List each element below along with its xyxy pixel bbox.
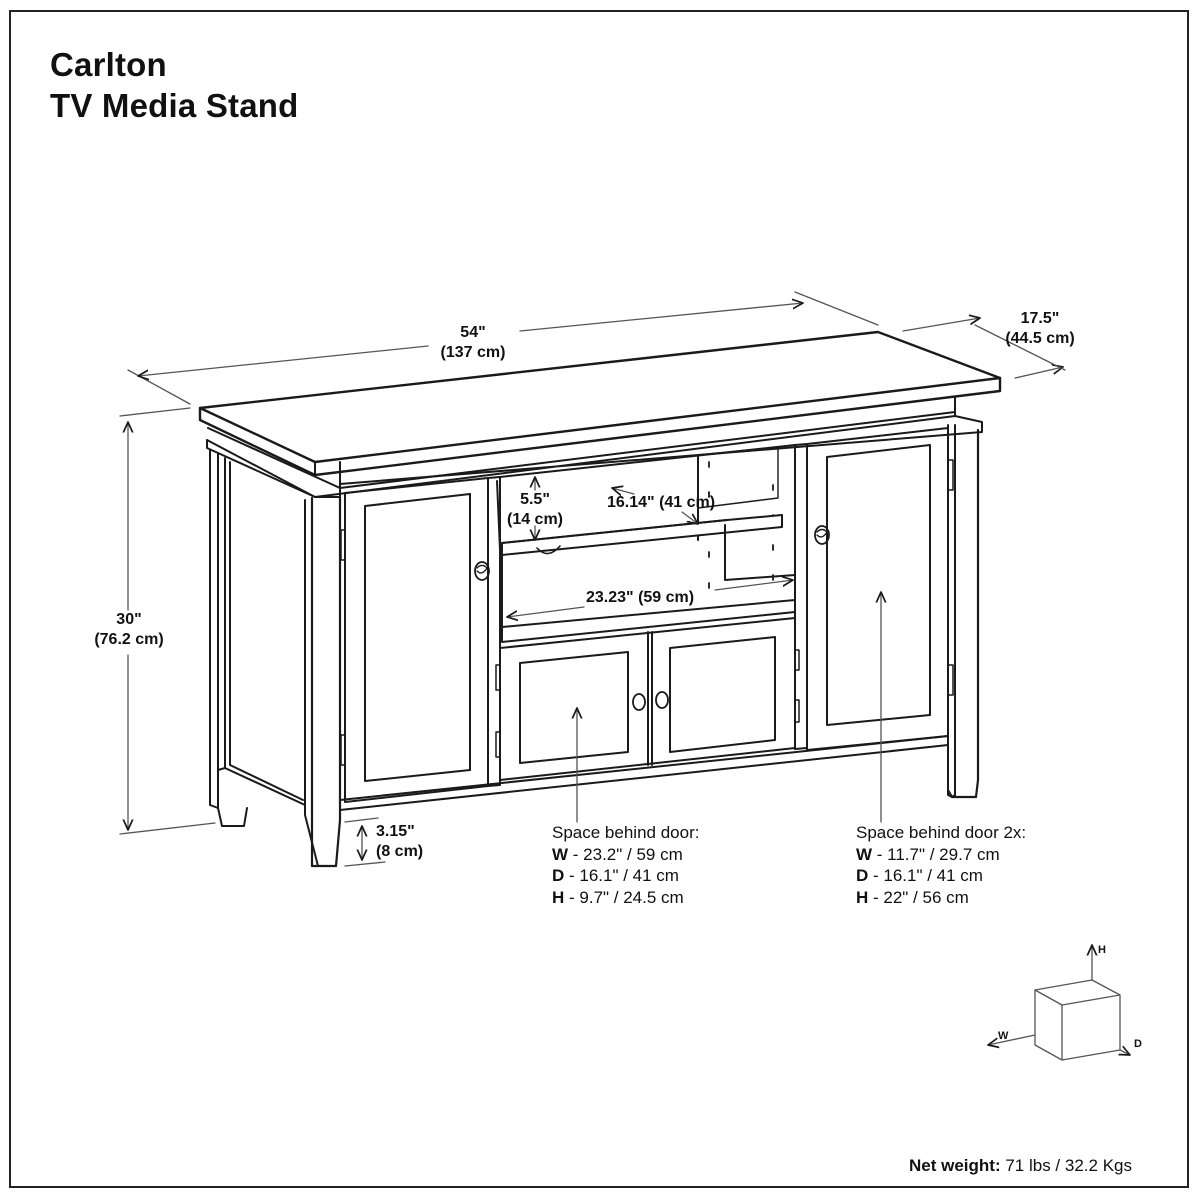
depth-cm: (44.5 cm) bbox=[1005, 330, 1075, 347]
shelf-width-label: 23.23" (59 cm) bbox=[586, 589, 695, 606]
note-width: W - 11.7" / 29.7 cm bbox=[856, 844, 1000, 864]
axis-w-letter: W bbox=[998, 1030, 1009, 1042]
shelf-depth-label: 16.14" (41 cm) bbox=[607, 494, 716, 511]
floor-clearance-label: 3.15" (8 cm) bbox=[376, 822, 434, 862]
clearance-cm: (8 cm) bbox=[376, 843, 424, 860]
axis-legend-cube bbox=[988, 945, 1130, 1060]
net-weight: Net weight: 71 lbs / 32.2 Kgs bbox=[909, 1156, 1132, 1176]
legs bbox=[218, 425, 978, 866]
page-frame bbox=[9, 10, 1189, 1188]
space-behind-door-note: Space behind door: W - 23.2" / 59 cm D -… bbox=[552, 822, 699, 908]
space-behind-door-2x-note: Space behind door 2x: W - 11.7" / 29.7 c… bbox=[856, 822, 1026, 908]
shelf-height-label: 5.5" (14 cm) bbox=[502, 490, 568, 530]
depth-inches: 17.5" bbox=[1020, 310, 1060, 327]
left-door bbox=[341, 478, 489, 802]
shelf-height-cm: (14 cm) bbox=[506, 511, 564, 528]
note-depth: D - 16.1" / 41 cm bbox=[856, 866, 983, 885]
height-label: 30" (76.2 cm) bbox=[87, 610, 171, 650]
height-cm: (76.2 cm) bbox=[94, 631, 164, 648]
product-title-line-2: TV Media Stand bbox=[50, 87, 299, 124]
depth-label: 17.5" (44.5 cm) bbox=[995, 309, 1085, 349]
dimension-lines bbox=[120, 292, 1065, 866]
stand-top bbox=[200, 332, 1000, 475]
clearance-inches: 3.15" bbox=[376, 823, 415, 840]
product-title-line-1: Carlton bbox=[50, 46, 167, 83]
width-cm: (137 cm) bbox=[440, 344, 506, 361]
left-divider-post bbox=[488, 477, 500, 786]
left-side-panel bbox=[210, 450, 305, 808]
note-heading: Space behind door: bbox=[552, 823, 700, 842]
right-divider-post bbox=[795, 444, 807, 749]
note-height: H - 22" / 56 cm bbox=[856, 887, 969, 907]
shelf-height-inches: 5.5" bbox=[520, 491, 550, 508]
width-inches: 54" bbox=[460, 324, 486, 341]
note-height: H - 9.7" / 24.5 cm bbox=[552, 887, 684, 907]
height-inches: 30" bbox=[116, 611, 142, 628]
note-depth: D - 16.1" / 41 cm bbox=[552, 866, 679, 885]
note-heading: Space behind door 2x: bbox=[856, 823, 1027, 842]
net-weight-label: Net weight: bbox=[909, 1156, 1001, 1175]
note-width: W - 23.2" / 59 cm bbox=[552, 844, 683, 864]
net-weight-value: 71 lbs / 32.2 Kgs bbox=[1000, 1156, 1132, 1175]
width-label: 54" (137 cm) bbox=[440, 323, 506, 363]
right-door bbox=[807, 428, 953, 750]
axis-d-letter: D bbox=[1134, 1038, 1142, 1050]
axis-h-letter: H bbox=[1098, 944, 1106, 956]
